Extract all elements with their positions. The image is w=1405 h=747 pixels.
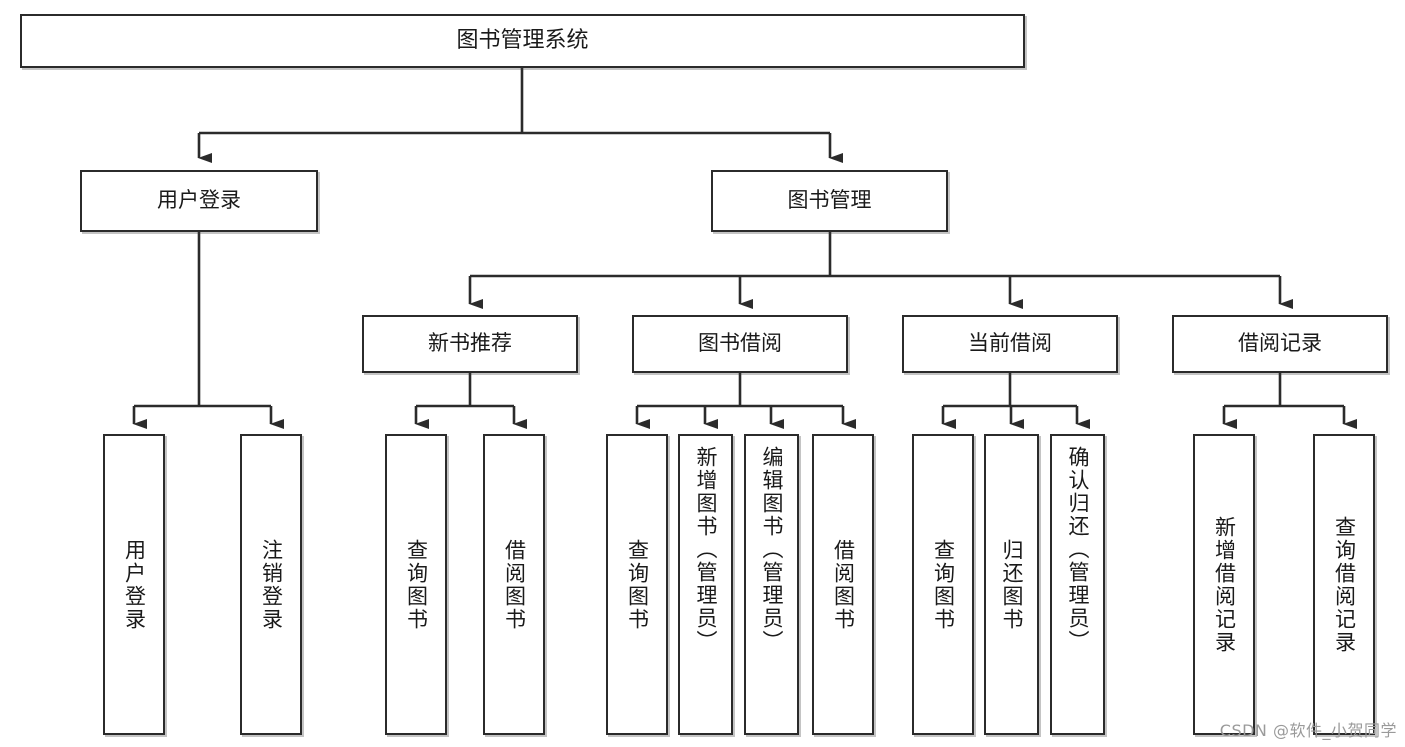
leaf-return-book[interactable]: 归还图书 [984,434,1039,735]
node-book-management[interactable]: 图书管理 [711,170,948,232]
node-label: 确认归还（管理员） [1066,446,1090,653]
node-label: 新增图书（管理员） [694,446,718,653]
leaf-user-login[interactable]: 用户登录 [103,434,165,735]
node-label: 借阅图书 [831,538,856,631]
node-label: 查询借阅记录 [1332,515,1357,654]
node-label: 新增借阅记录 [1212,515,1237,654]
node-label: 借阅图书 [502,538,527,631]
leaf-add-borrowing-record[interactable]: 新增借阅记录 [1193,434,1255,735]
node-label: 当前借阅 [968,331,1052,356]
node-label: 图书管理系统 [456,27,589,53]
node-label: 注销登录 [259,538,284,631]
leaf-query-book-borrowing[interactable]: 查询图书 [606,434,668,735]
node-label: 图书管理 [787,188,872,213]
leaf-borrow-book-recommendation[interactable]: 借阅图书 [483,434,545,735]
leaf-confirm-return-admin[interactable]: 确认归还（管理员） [1050,434,1105,735]
node-label: 归还图书 [1000,538,1024,631]
node-new-book-recommendation[interactable]: 新书推荐 [362,315,578,373]
node-borrowing-record[interactable]: 借阅记录 [1172,315,1388,373]
node-label: 查询图书 [404,538,429,631]
leaf-query-book-current[interactable]: 查询图书 [912,434,974,735]
leaf-query-book-recommendation[interactable]: 查询图书 [385,434,447,735]
leaf-logout[interactable]: 注销登录 [240,434,302,735]
leaf-add-book-admin[interactable]: 新增图书（管理员） [678,434,733,735]
node-user-login[interactable]: 用户登录 [80,170,318,232]
node-label: 用户登录 [157,188,241,213]
node-label: 编辑图书（管理员） [760,446,784,653]
node-label: 新书推荐 [428,331,512,356]
node-label: 图书借阅 [698,331,782,356]
node-label: 查询图书 [625,538,650,631]
leaf-edit-book-admin[interactable]: 编辑图书（管理员） [744,434,799,735]
watermark: CSDN @软件_小贺同学 [1219,721,1397,740]
leaf-borrow-book-borrowing[interactable]: 借阅图书 [812,434,874,735]
node-label: 用户登录 [122,538,147,631]
leaf-query-borrowing-record[interactable]: 查询借阅记录 [1313,434,1375,735]
node-current-borrowing[interactable]: 当前借阅 [902,315,1118,373]
node-book-borrowing[interactable]: 图书借阅 [632,315,848,373]
node-book-management-system[interactable]: 图书管理系统 [20,14,1025,68]
node-label: 查询图书 [931,538,956,631]
node-label: 借阅记录 [1238,331,1322,356]
